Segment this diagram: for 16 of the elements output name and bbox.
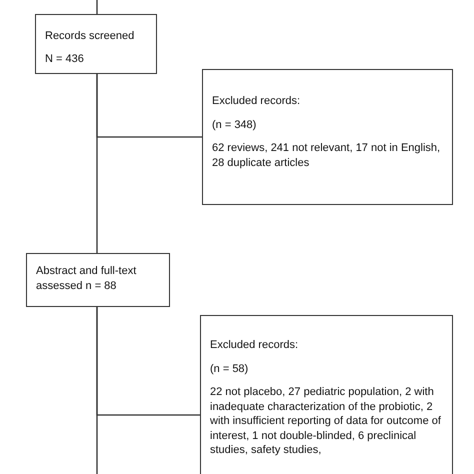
process-box xyxy=(26,253,170,307)
box-text: (n = 58) xyxy=(210,362,250,376)
box-text: Excluded records: xyxy=(212,94,302,108)
box-text: Records screened xyxy=(45,29,136,44)
box-text: Excluded records: xyxy=(210,338,300,352)
connector-line xyxy=(96,74,98,253)
box-text: N = 436 xyxy=(45,52,85,66)
box-text: 22 not placebo, 27 pediatric population, 2 with inadequate characterization of the probiotic, 2 with insufficient reporting of data for outcome of interest, 1 not double-blinded, 6 preclinical studies, safety studies, xyxy=(210,385,442,458)
connector-line xyxy=(96,307,98,474)
process-box xyxy=(35,14,157,74)
process-box xyxy=(202,69,453,205)
connector-line xyxy=(96,0,98,14)
box-text: 62 reviews, 241 not relevant, 17 not in English, 28 duplicate articles xyxy=(212,141,442,170)
process-box xyxy=(200,315,453,474)
box-text: Abstract and full-text assessed n = 88 xyxy=(36,264,138,293)
box-text: (n = 348) xyxy=(212,118,258,132)
